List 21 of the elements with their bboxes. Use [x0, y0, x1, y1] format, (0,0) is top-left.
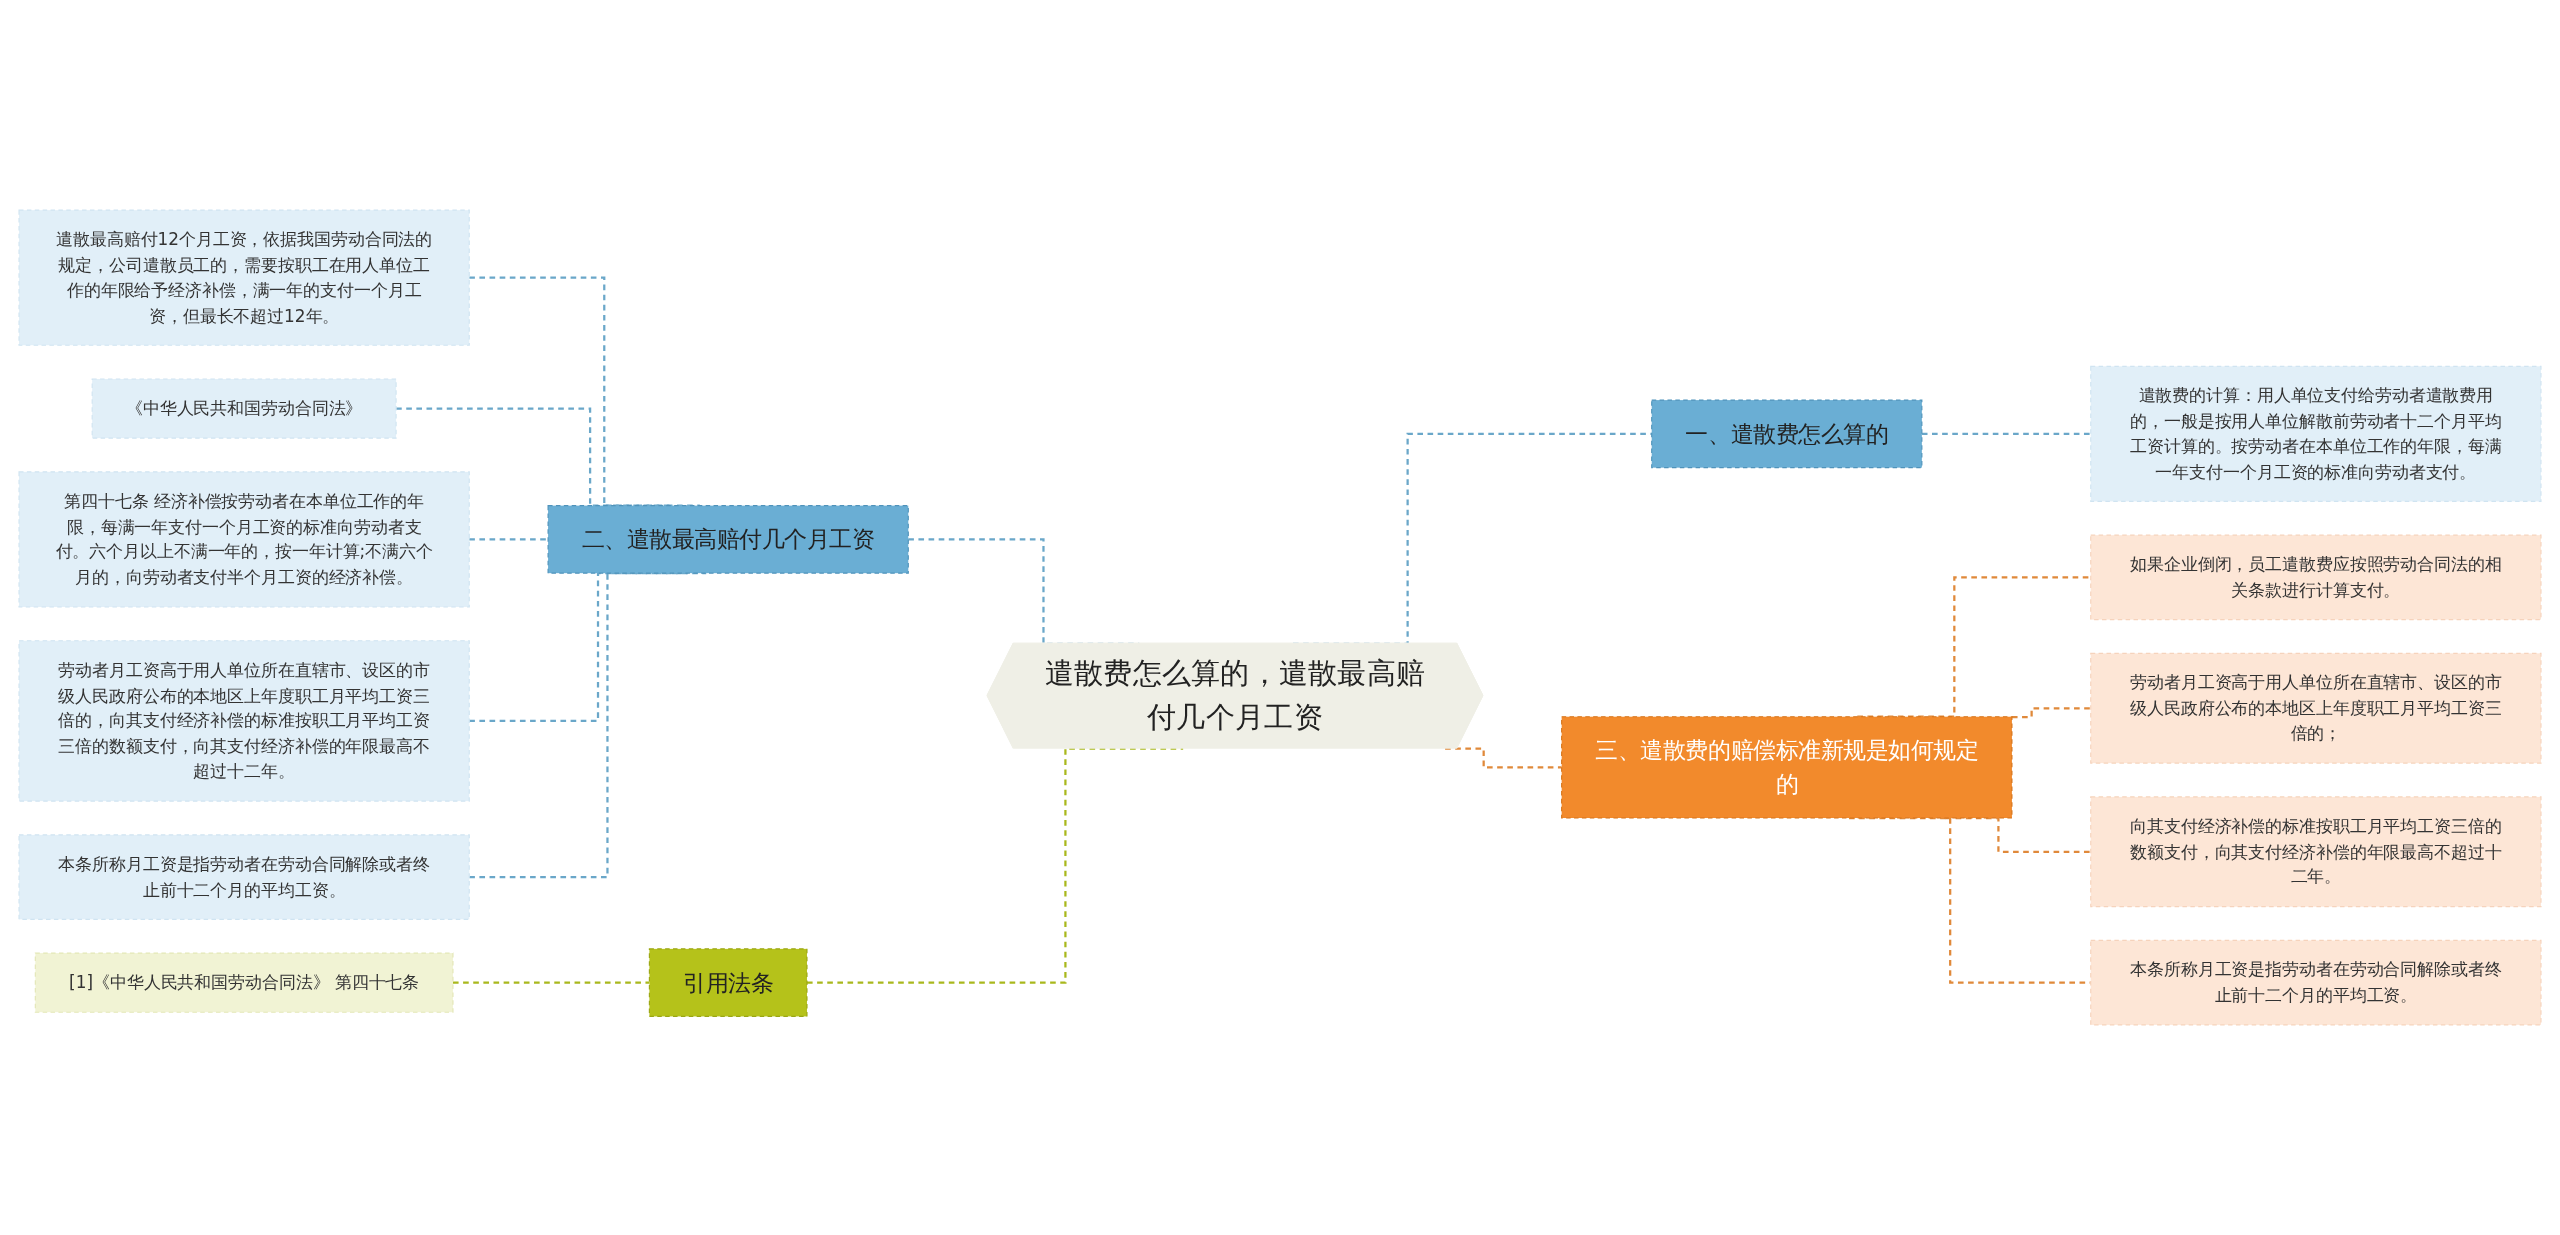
node-box: 如果企业倒闭，员工遣散费应按照劳动合同法的相关条款进行计算支付。: [2090, 534, 2542, 621]
connector: [807, 747, 1184, 984]
node-box: 本条所称月工资是指劳动者在劳动合同解除或者终止前十二个月的平均工资。: [18, 834, 470, 920]
connector: [1445, 747, 1562, 769]
connector: [2011, 707, 2091, 719]
connector: [469, 538, 549, 541]
node-box: 引用法条: [648, 948, 808, 1017]
connector: [1921, 432, 2091, 435]
node-box: 劳动者月工资高于用人单位所在直辖市、设区的市级人民政府公布的本地区上年度职工月平均工资三倍的，向其支付经济补偿的标准按职工月平均工资三倍的数额支付，向其支付经济补偿的年限最高不超过十二年。: [18, 640, 470, 802]
node-box: 向其支付经济补偿的标准按职工月平均工资三倍的数额支付，向其支付经济补偿的年限最高不超过十二年。: [2090, 796, 2542, 908]
node-box: 三、遣散费的赔偿标准新规是如何规定的: [1561, 716, 2013, 819]
node-box: 本条所称月工资是指劳动者在劳动合同解除或者终止前十二个月的平均工资。: [2090, 939, 2542, 1026]
node-box: 《中华人民共和国劳动合同法》: [91, 378, 397, 439]
node-box: 遣散最高赔付12个月工资，依据我国劳动合同法的规定，公司遣散员工的，需要按职工在用人单位工作的年限给予经济补偿，满一年的支付一个月工资，但最长不超过12年。: [18, 209, 470, 346]
connector: [452, 981, 650, 984]
node-box: [1]《中华人民共和国劳动合同法》 第四十七条: [34, 952, 454, 1013]
node-box: 一、遣散费怎么算的: [1651, 399, 1923, 469]
node-box: 劳动者月工资高于用人单位所在直辖市、设区的市级人民政府公布的本地区上年度职工月平均工资三倍的；: [2090, 652, 2542, 764]
node-box: 第四十七条 经济补偿按劳动者在本单位工作的年限，每满一年支付一个月工资的标准向劳动者支付。六个月以上不满一年的，按一年计算;不满六个月的，向劳动者支付半个月工资的经济补偿。: [18, 471, 470, 608]
node-box: 遣散费的计算：用人单位支付给劳动者遣散费用的，一般是按用人单位解散前劳动者十二个月平均工资计算的。按劳动者在本单位工作的年限，每满一年支付一个月工资的标准向劳动者支付。: [2090, 365, 2542, 502]
node-box: 二、遣散最高赔付几个月工资: [547, 505, 909, 574]
